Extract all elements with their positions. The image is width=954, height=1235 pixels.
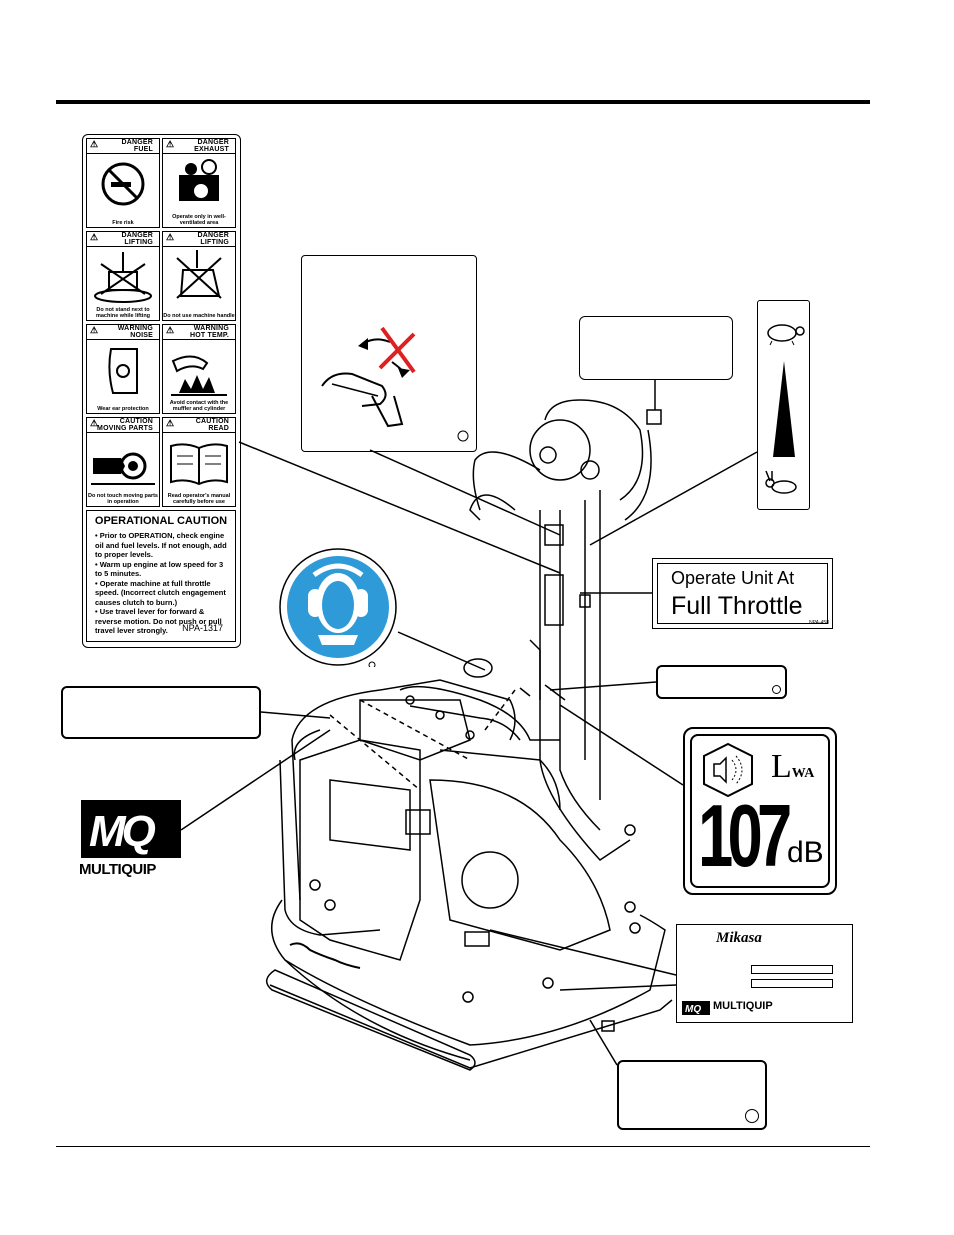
lever-decal [301, 255, 477, 452]
hearing-protection-decal [279, 548, 397, 667]
warning-triangle-icon: ⚠ [90, 325, 99, 335]
warning-triangle-icon: ⚠ [90, 139, 99, 149]
speed-decal [757, 300, 810, 510]
throttle-text-line1: Operate Unit At [671, 568, 795, 588]
throttle-text-line2: Full Throttle [671, 592, 803, 620]
no-smoking-icon [101, 162, 145, 206]
serial-field-2 [751, 979, 833, 988]
handle-lifting-icon [176, 250, 222, 299]
operational-caution-item: Use travel lever for forward & reverse m… [95, 607, 229, 636]
svg-text:MQ: MQ [89, 807, 156, 856]
blank-label-left [61, 686, 261, 739]
noise-level-value: 107 [698, 786, 792, 885]
operational-caution-item: Operate machine at full throttle speed. … [95, 579, 229, 608]
circle-mark-icon [772, 685, 781, 694]
circle-mark-icon [745, 1109, 759, 1123]
noise-level-decal [683, 727, 837, 895]
svg-text:MQ: MQ [685, 1004, 701, 1015]
speaker-hexagon-icon [703, 742, 753, 798]
speed-indicator [765, 324, 805, 494]
rabbit-icon [765, 470, 797, 494]
moving-parts-icon [91, 452, 155, 485]
operational-caution-item: Prior to OPERATION, check engine oil and… [95, 531, 229, 560]
lwa-label: LWA [771, 748, 815, 785]
noise-level-unit: dB [787, 836, 824, 869]
lever-no-lift-icon [321, 326, 469, 442]
warning-triangle-icon: ⚠ [166, 232, 175, 242]
warning-triangle-icon: ⚠ [90, 232, 99, 242]
open-book-icon [170, 443, 228, 486]
warning-triangle-icon: ⚠ [166, 418, 175, 428]
blank-label-middle [656, 665, 787, 699]
serial-field-1 [751, 965, 833, 974]
full-throttle-decal: Operate Unit At Full Throttle NPA-458 [652, 558, 833, 629]
mikasa-logo: Mikasa [716, 930, 762, 946]
ear-protection-icon [108, 348, 138, 394]
multiquip-wordmark: MULTIQUIP [79, 861, 156, 878]
plate-multiquip-text: MULTIQUIP [713, 1000, 773, 1012]
turtle-icon [767, 324, 805, 346]
operational-caution-panel: OPERATIONAL CAUTION Prior to OPERATION, … [86, 510, 236, 642]
header-rule [56, 100, 870, 104]
operational-caution-list: Prior to OPERATION, check engine oil and… [95, 531, 229, 636]
blank-label-bottom [617, 1060, 767, 1130]
lifting-hazard-icon [94, 252, 152, 303]
operational-caution-code: NPA-1317 [182, 623, 223, 633]
blank-label-top [579, 316, 733, 380]
footer-rule [56, 1146, 870, 1147]
warning-triangle-icon: ⚠ [166, 139, 175, 149]
mq-small-logo-icon: MQ [682, 1001, 710, 1015]
speed-wedge-icon [773, 361, 795, 457]
throttle-decal-code: NPA-458 [809, 620, 829, 626]
mq-logo-icon: MQ [81, 800, 181, 858]
exhaust-fumes-icon [179, 159, 219, 201]
warning-triangle-icon: ⚠ [90, 418, 99, 428]
operational-caution-title: OPERATIONAL CAUTION [94, 515, 228, 527]
operational-caution-item: Warm up engine at low speed for 3 to 5 m… [95, 560, 229, 579]
warning-triangle-icon: ⚠ [166, 325, 175, 335]
hot-surface-icon [171, 355, 227, 396]
